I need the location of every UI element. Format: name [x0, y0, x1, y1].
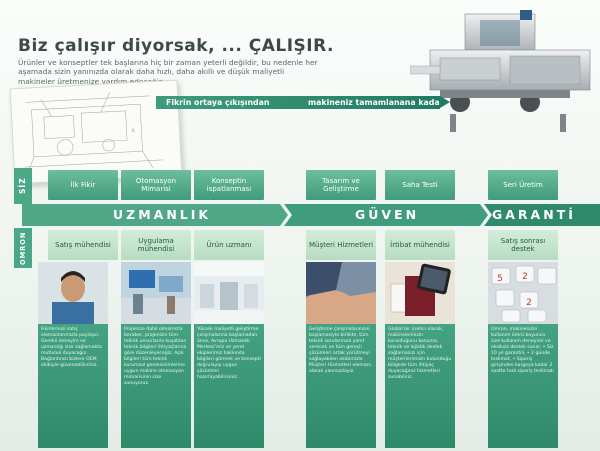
keypad-key-label: 2 — [522, 272, 528, 282]
keypad-key-label: 5 — [497, 274, 503, 284]
role-box: Müşteri Hizmetleri — [306, 230, 376, 260]
stage-box: İlk Fikir — [48, 170, 118, 200]
sketch-drawing-icon: A — [24, 91, 163, 175]
phase-label: UZMANLIK — [113, 207, 212, 222]
role-box: Satış mühendisi — [48, 230, 118, 260]
role-box: Satış sonrası destek — [488, 230, 558, 260]
keypad-photo: 5 2 2 — [488, 262, 558, 324]
stage-box: Seri Üretim — [488, 170, 558, 200]
role-description: Geliştirme çalışmalarınızın başlamasıyla… — [306, 324, 376, 448]
role-description: Omron, makinenizin kullanım ömrü boyunca… — [488, 324, 558, 448]
omron-tab: OMRON — [14, 228, 32, 268]
phase-label: GÜVEN — [355, 207, 420, 222]
role-description: Yüksek maliyetli geliştirme çalışmaların… — [194, 324, 264, 448]
stage-box: Otomasyon Mimarisi — [121, 170, 191, 200]
packaging-machine-image — [409, 6, 600, 136]
liaison-engineer-photo — [385, 262, 455, 324]
siz-tab: SİZ — [14, 168, 32, 204]
technical-sketch: A — [9, 79, 183, 185]
customer-service-photo — [306, 262, 376, 324]
page-title: Biz çalışır diyorsak, ... ÇALIŞIR. — [18, 36, 334, 56]
role-description: Projenize dahil olmamızla beraber, proje… — [121, 324, 191, 448]
banner-right-text: makineniz tamamlanana kadar! — [308, 98, 448, 107]
banner-left-text: Fikrin ortaya çıkışından — [166, 98, 270, 107]
role-box: Uygulama mühendisi — [121, 230, 191, 260]
stage-box: Konseptin ispatlanması — [194, 170, 264, 200]
role-box: İrtibat mühendisi — [385, 230, 455, 260]
svg-text:A: A — [131, 128, 135, 134]
keypad-key-label: 2 — [526, 298, 532, 308]
timeline-banner: Fikrin ortaya çıkışından makineniz tamam… — [156, 96, 450, 109]
banner-arrow-icon — [440, 96, 450, 108]
role-description: Global bir üretici olarak, makineleriniz… — [385, 324, 455, 448]
application-engineer-photo — [121, 262, 191, 324]
phase-band — [22, 204, 600, 226]
phase-label: GARANTİ — [492, 207, 576, 222]
role-description: Fikirlerinizi satış elemanlarımızla payl… — [38, 324, 108, 448]
sales-engineer-photo — [38, 262, 108, 324]
role-box: Ürün uzmanı — [194, 230, 264, 260]
stage-box: Saha Testi — [385, 170, 455, 200]
intro-text: Ürünler ve konseptler tek başlarına hiç … — [18, 58, 318, 86]
stage-box: Tasarım ve Geliştirme — [306, 170, 376, 200]
product-specialist-photo — [194, 262, 264, 324]
